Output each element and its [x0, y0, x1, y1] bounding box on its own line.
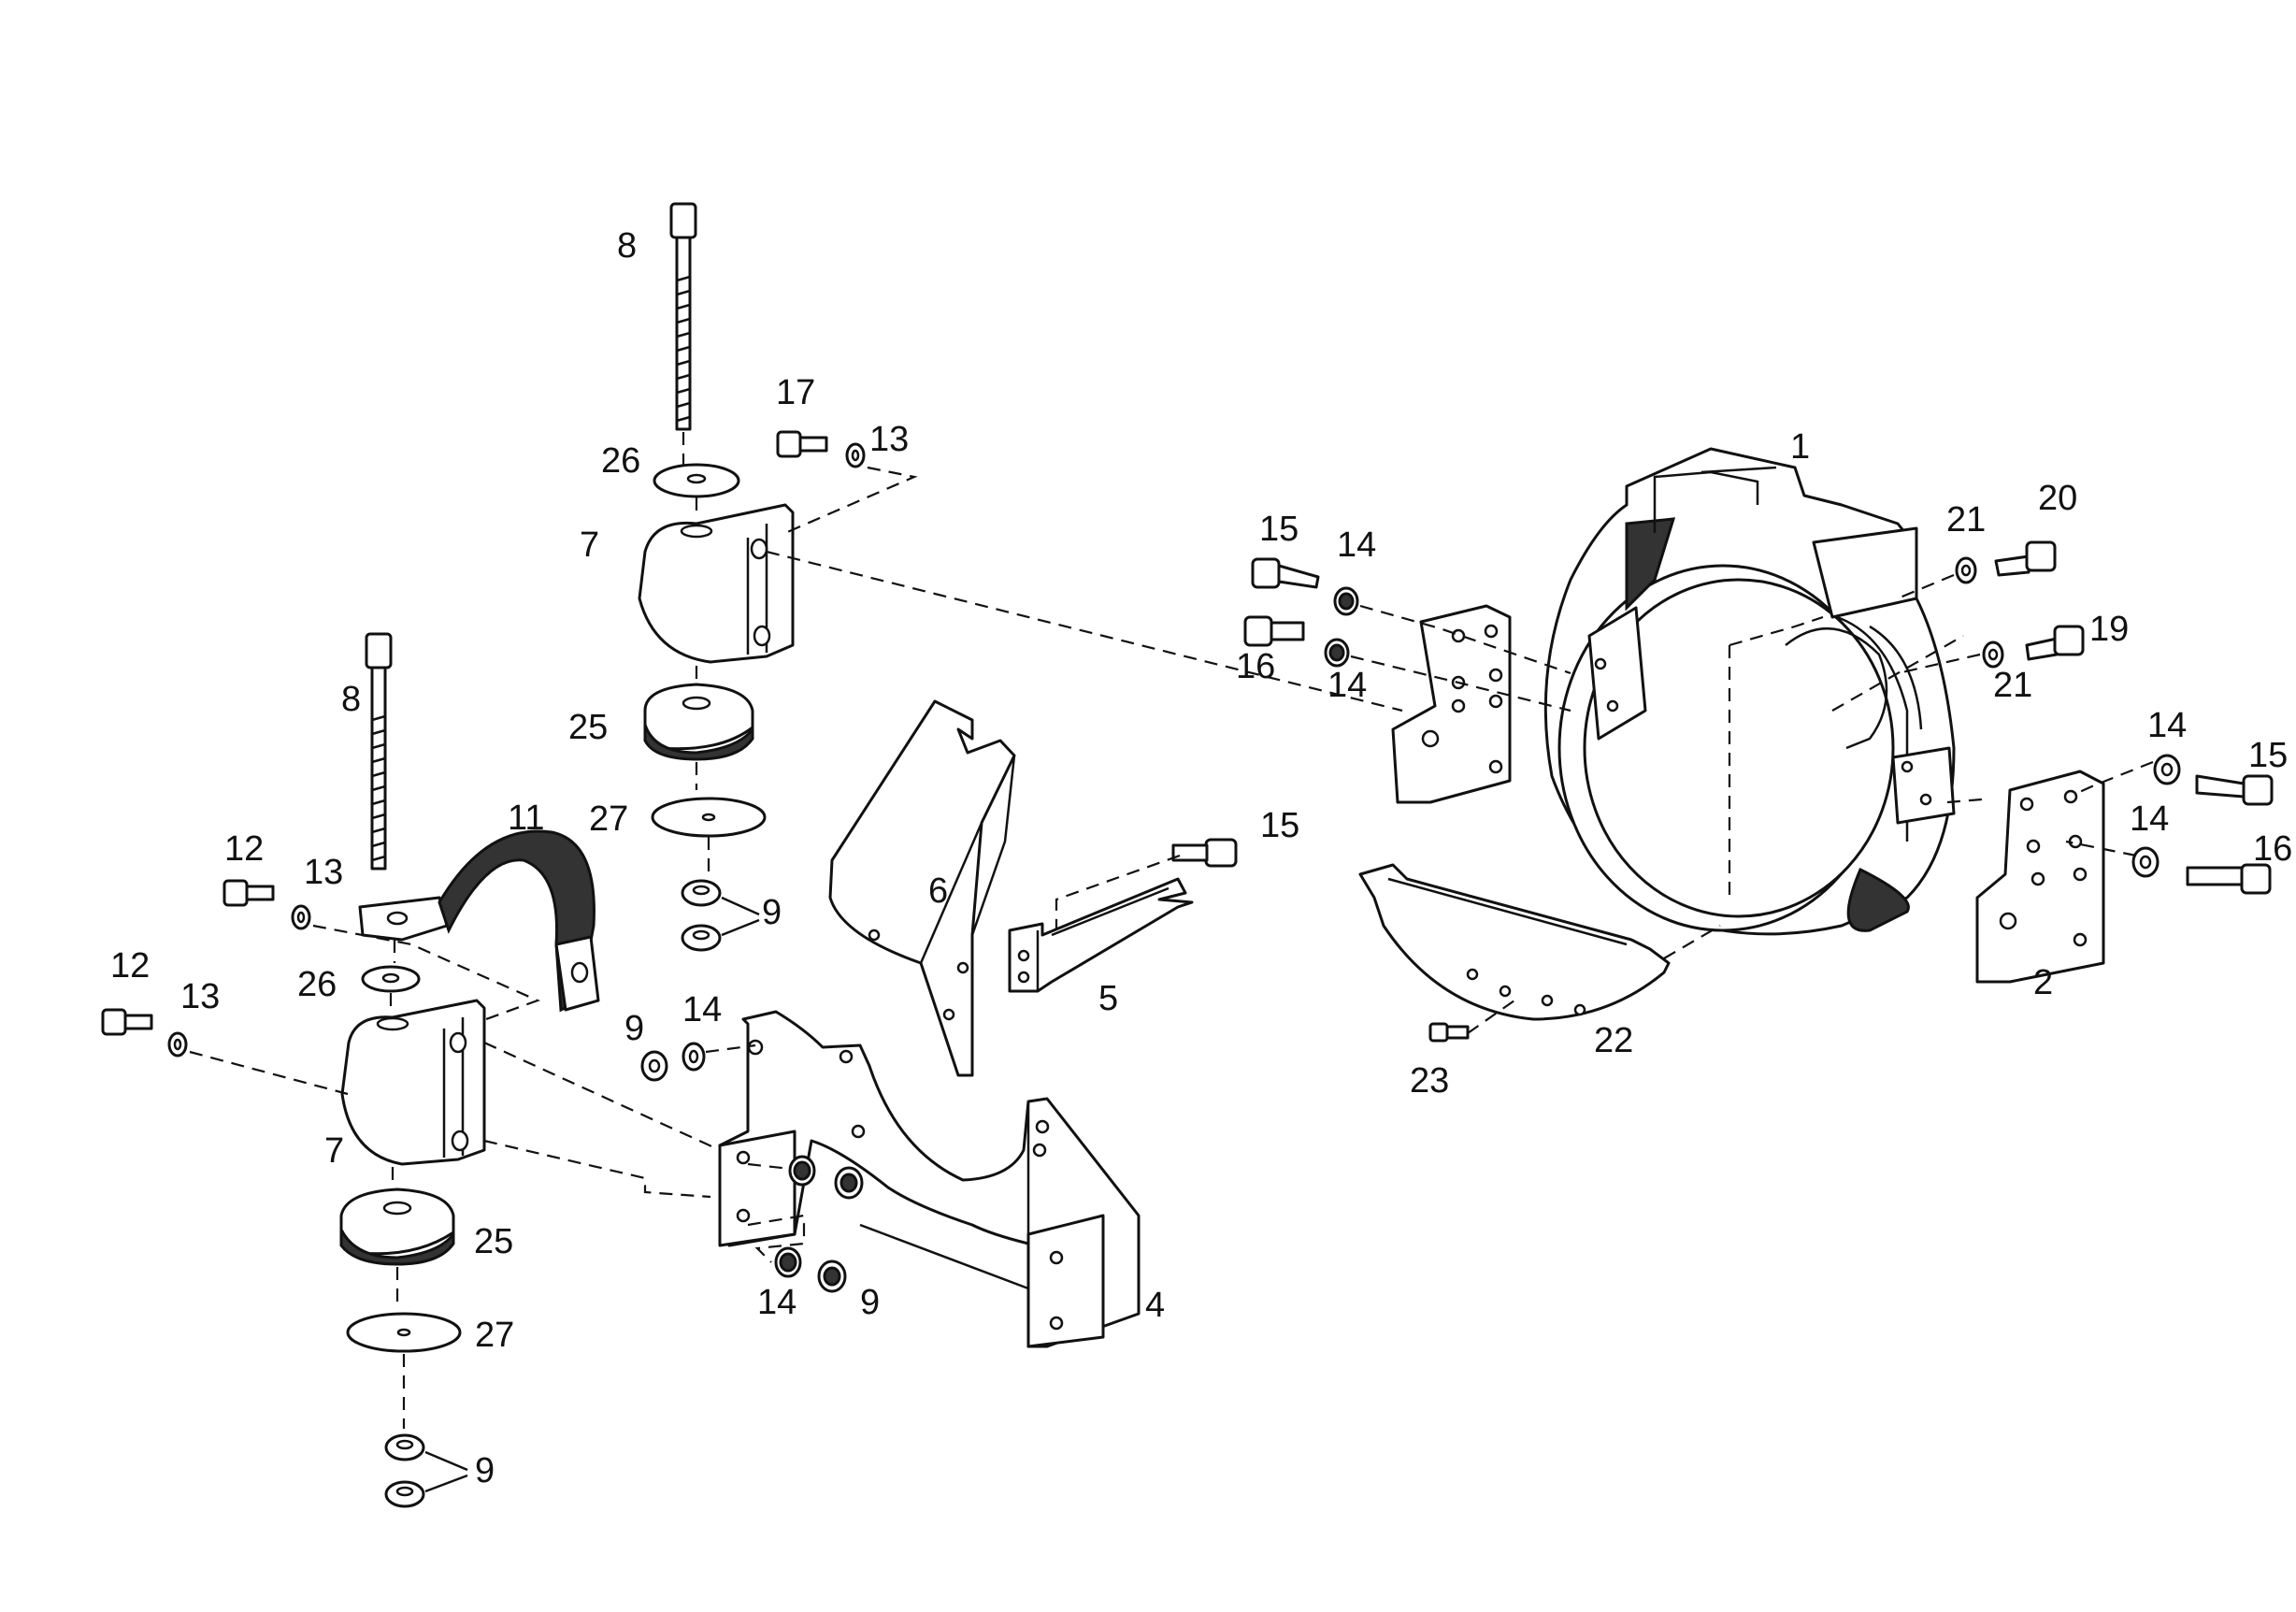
callout-21-lower: 21 [1993, 666, 2032, 705]
hex-nuts-9-lower [384, 1433, 425, 1508]
callout-12-b: 12 [110, 946, 150, 986]
washer-14-f [2153, 754, 2181, 785]
callout-19: 19 [2089, 610, 2129, 649]
callout-14-right-lower: 14 [2130, 799, 2169, 839]
bolt-12-a [222, 879, 275, 907]
flywheel-housing-1 [1543, 447, 1964, 936]
lower-mount-assembly [101, 632, 721, 1508]
callout-5: 5 [1098, 979, 1118, 1018]
callout-14-left-upper: 14 [1337, 525, 1376, 565]
callout-13-b: 13 [180, 977, 220, 1016]
callout-14-left-lower: 14 [1327, 666, 1367, 705]
bolt-12-b [101, 1008, 153, 1036]
mount-bracket-7-lower [340, 999, 486, 1166]
callout-27-lower: 27 [475, 1316, 514, 1355]
adapter-plate-2 [1975, 770, 2105, 984]
callout-15-left: 15 [1259, 510, 1299, 549]
callout-25-lower: 25 [474, 1222, 513, 1261]
ground-strap-11 [358, 829, 600, 1013]
callout-12-a: 12 [224, 829, 264, 869]
callout-labels: 1 2 4 5 6 7 7 8 8 9 9 9 9 11 12 12 13 13… [110, 226, 2292, 1490]
callout-25-upper: 25 [568, 708, 608, 747]
callout-1: 1 [1790, 427, 1810, 467]
hex-nuts-9-upper [681, 879, 722, 952]
callout-7-lower: 7 [324, 1131, 344, 1171]
bolt-20 [1994, 540, 2057, 577]
dish-washer-27-lower [346, 1312, 462, 1353]
callout-15-right: 15 [2248, 736, 2288, 775]
callout-13-a: 13 [304, 853, 343, 892]
bolt-19 [2025, 625, 2085, 661]
rubber-buffer-25-upper [643, 683, 754, 761]
upper-mount-assembly [638, 202, 1403, 952]
screw-23 [1428, 1022, 1470, 1043]
nut-9-c [817, 1259, 847, 1293]
callout-15-bracket5: 15 [1260, 806, 1299, 845]
washer-14-b [788, 1155, 816, 1187]
rubber-buffer-25-lower [339, 1187, 455, 1266]
cap-screw-8-upper [669, 202, 697, 431]
callout-2: 2 [2033, 963, 2053, 1002]
callout-13-upper: 13 [869, 420, 909, 459]
washer-14-e [1324, 638, 1350, 668]
callout-11: 11 [508, 799, 544, 838]
callout-23: 23 [1410, 1061, 1449, 1101]
bracket-5 [1008, 877, 1194, 993]
bolt-16-a [1243, 615, 1305, 647]
callout-14-right-upper: 14 [2147, 706, 2187, 745]
callout-22: 22 [1594, 1021, 1633, 1060]
cap-screw-8-lower [365, 632, 393, 871]
callout-9-lower: 9 [475, 1451, 495, 1490]
washer-26-lower [361, 965, 421, 993]
bolt-15-c [1171, 838, 1238, 868]
washer-14-c [774, 1246, 802, 1278]
callout-4: 4 [1145, 1286, 1165, 1325]
callout-9-left: 9 [624, 1009, 644, 1048]
callout-9-upper: 9 [762, 893, 782, 932]
lock-washer-13-upper [845, 442, 866, 468]
callout-26-upper: 26 [601, 441, 640, 481]
callout-17: 17 [776, 373, 815, 412]
adapter-plate-left [1391, 604, 1512, 804]
engine-bracket-4 [718, 1010, 1141, 1348]
bolt-16-b [2186, 863, 2272, 895]
bolt-17 [776, 430, 828, 458]
callout-8-lower: 8 [341, 680, 361, 719]
mount-bracket-7-upper [638, 503, 795, 664]
washer-21-b [1982, 640, 2004, 669]
callout-21-upper: 21 [1946, 500, 1986, 540]
nut-9-a [640, 1050, 668, 1082]
nut-9-b [834, 1166, 864, 1200]
washer-26-upper [653, 463, 740, 498]
washer-14-a [682, 1042, 706, 1072]
callout-14-bracket-upper: 14 [682, 990, 722, 1029]
bolt-15-a [1251, 557, 1320, 589]
callout-16-left: 16 [1236, 647, 1275, 686]
callout-8-upper: 8 [617, 226, 637, 266]
cover-plate-22 [1358, 863, 1671, 1021]
callout-27-upper: 27 [589, 799, 628, 839]
washer-14-d [1333, 586, 1359, 616]
bolt-15-b [2195, 774, 2274, 806]
dish-washer-27-upper [651, 797, 767, 838]
washer-14-g [2131, 846, 2160, 878]
bracket-6 [828, 699, 1016, 1077]
lock-washer-13-b [167, 1031, 188, 1058]
callout-16-right: 16 [2253, 829, 2292, 869]
callout-7-upper: 7 [580, 525, 599, 565]
callout-9-bracket: 9 [860, 1283, 880, 1322]
washer-21-a [1955, 556, 1977, 584]
callout-20: 20 [2038, 479, 2077, 518]
lock-washer-13-a [291, 904, 311, 930]
callout-26-lower: 26 [297, 965, 337, 1004]
callout-14-bracket-lower: 14 [757, 1283, 796, 1322]
callout-6: 6 [928, 871, 948, 911]
